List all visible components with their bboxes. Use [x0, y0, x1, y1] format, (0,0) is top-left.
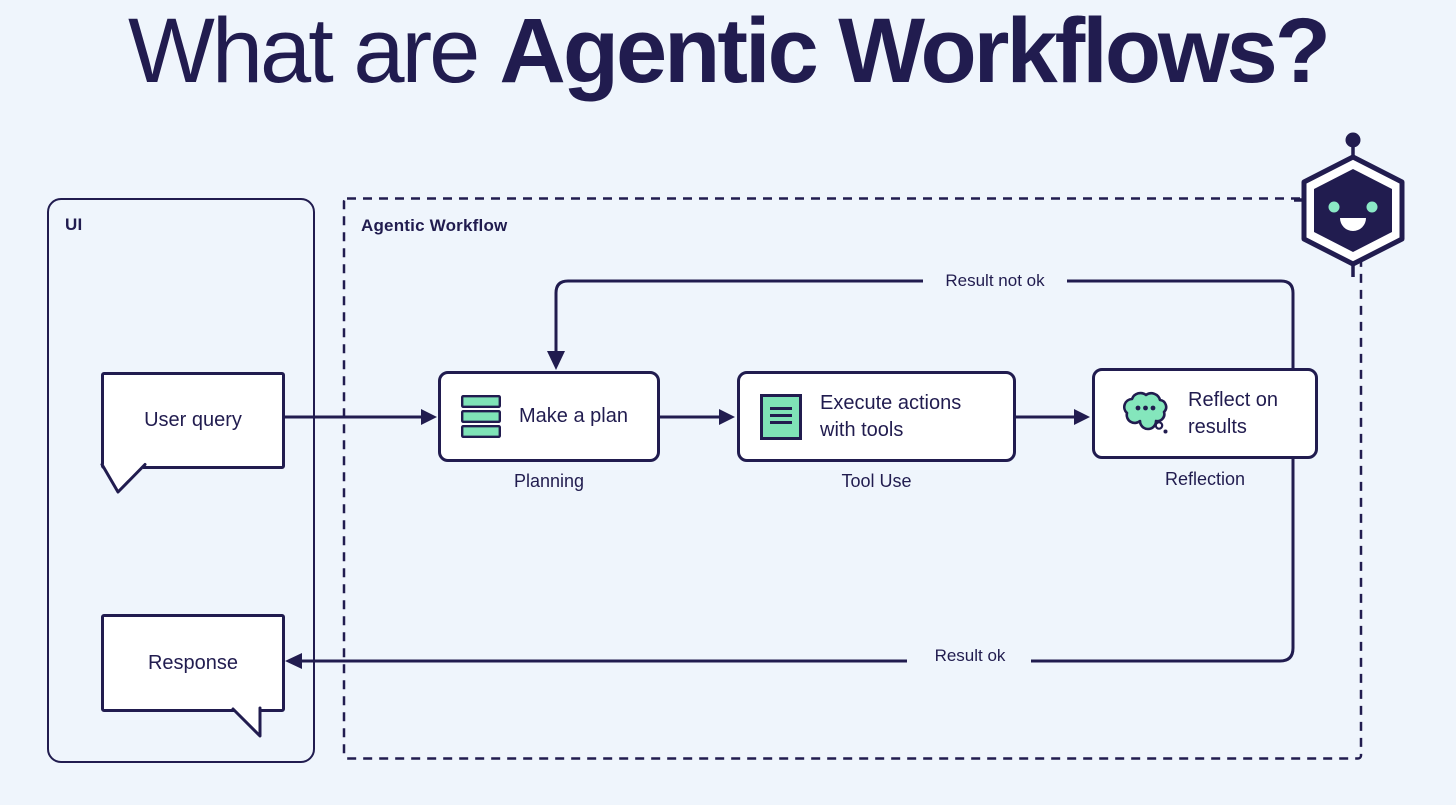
reflection-step-label: Reflect on results — [1188, 389, 1279, 438]
result-ok-label: Result ok — [934, 646, 1006, 665]
ui-panel: UI User query Response — [47, 198, 315, 763]
robot-right-eye — [1366, 201, 1378, 213]
robot-icon — [1294, 132, 1405, 277]
tool-use-step-box: Execute actions with tools — [737, 371, 1016, 462]
robot-left-eye — [1328, 201, 1340, 213]
arrowhead-into-tools — [719, 409, 735, 425]
thought-cloud-icon — [1123, 391, 1168, 434]
planning-step-box: Make a plan — [438, 371, 660, 462]
reflection-caption: Reflection — [1164, 469, 1246, 489]
planning-step-label: Make a plan — [519, 405, 628, 428]
robot-face — [1314, 169, 1392, 252]
robot-head-outline — [1301, 154, 1405, 267]
result-not-ok-label: Result not ok — [945, 271, 1045, 290]
planning-caption: Planning — [513, 471, 585, 491]
tools-list-icon — [760, 393, 802, 440]
response-text: Response — [147, 651, 239, 674]
ui-panel-label: UI — [65, 215, 83, 234]
robot-smile — [1340, 218, 1366, 231]
workflow-panel-label: Agentic Workflow — [361, 216, 508, 235]
plan-stack-icon — [461, 395, 501, 438]
tool-use-caption: Tool Use — [841, 471, 912, 491]
user-query-text: User query — [144, 409, 242, 431]
arrowhead-into-reflection — [1074, 409, 1090, 425]
arrowhead-loop-into-planning — [547, 351, 565, 370]
page-title-prefix: What are — [128, 0, 480, 102]
reflection-step-box: Reflect on results — [1092, 368, 1318, 459]
loop-top-left-line — [554, 279, 923, 352]
page-title-emphasis: Agentic Workflows? — [499, 0, 1331, 102]
response-bubble: Response — [101, 614, 285, 712]
user-query-bubble: User query — [101, 372, 285, 469]
arrowhead-into-planning-left — [421, 409, 437, 425]
robot-antenna-tip — [1345, 132, 1361, 148]
tool-use-step-label: Execute actions with tools — [820, 392, 962, 441]
